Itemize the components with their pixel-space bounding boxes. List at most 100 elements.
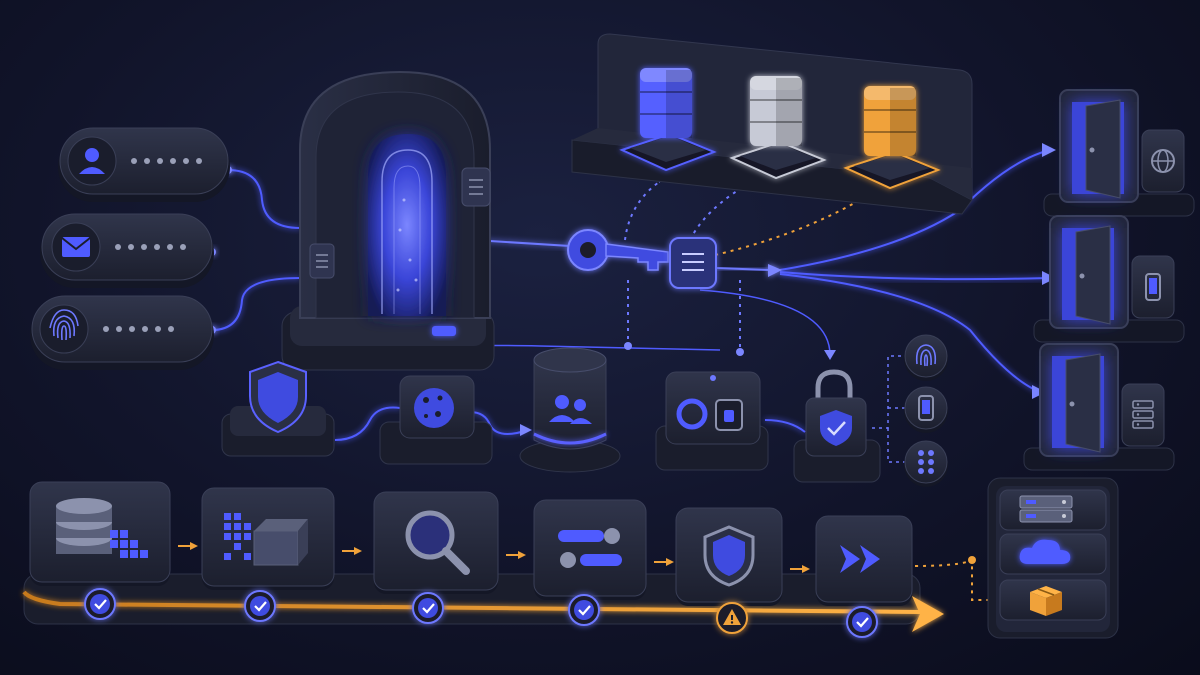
module-user-database[interactable] — [519, 347, 621, 473]
exit-door-group — [1023, 89, 1195, 471]
deploy-target-package[interactable] — [999, 579, 1107, 621]
token-router — [669, 237, 717, 289]
deploy-target-server[interactable] — [999, 489, 1107, 531]
package-icon — [1030, 586, 1062, 616]
magnifier-icon — [405, 510, 470, 575]
check-icon — [846, 606, 878, 638]
door-icon — [1085, 99, 1121, 199]
device-toggle-icon — [676, 375, 743, 431]
server-stack-icon — [864, 86, 916, 156]
mfa-option-group — [904, 334, 948, 487]
door-icon — [1075, 225, 1111, 325]
deploy-target-cloud[interactable] — [999, 533, 1107, 575]
fast-forward-icon — [840, 545, 880, 573]
connector-line — [914, 558, 990, 601]
module-padlock[interactable] — [793, 369, 881, 483]
shield-icon — [249, 360, 307, 434]
credential-username-field[interactable] — [58, 127, 230, 202]
user-icon — [79, 148, 105, 174]
connector-line — [334, 406, 401, 441]
device-panel — [1141, 129, 1185, 193]
exit-door-mobile[interactable] — [1033, 215, 1185, 343]
module-shield[interactable] — [221, 360, 335, 457]
envelope-icon — [61, 237, 91, 257]
check-icon — [412, 592, 444, 624]
pipeline-arrow — [506, 551, 526, 559]
pipeline-progress-line — [22, 590, 921, 614]
pipeline-step-data-blocks[interactable] — [201, 487, 335, 590]
smartphone-icon — [918, 395, 934, 421]
deploy-target-group — [999, 489, 1107, 621]
fingerprint-icon — [49, 309, 79, 341]
connector-node — [624, 342, 632, 350]
check-icon — [244, 590, 276, 622]
password-dots — [103, 326, 174, 332]
server-rack-icon — [1019, 495, 1073, 523]
connector-line — [227, 169, 301, 229]
arrowhead — [520, 424, 532, 436]
check-icon — [84, 588, 116, 620]
check-icon — [568, 594, 600, 626]
credential-biometric-field[interactable] — [30, 295, 214, 370]
connector-line — [211, 277, 301, 331]
users-database-icon — [549, 395, 592, 424]
arrowhead — [824, 350, 836, 360]
connector-line — [779, 271, 1051, 281]
authentication-gateway — [281, 70, 495, 371]
arrowhead — [768, 264, 782, 277]
module-cookie[interactable] — [379, 375, 493, 465]
padlock-check-icon — [805, 369, 867, 457]
security-modules — [221, 347, 881, 483]
pipeline-step-configure[interactable] — [533, 499, 647, 600]
server-stack-icon — [640, 68, 692, 138]
connector-line — [764, 419, 806, 433]
cloud-icon — [1019, 539, 1071, 564]
mfa-option-pin[interactable] — [904, 440, 948, 487]
pipeline-step-group — [29, 481, 913, 638]
gateway-portal — [368, 134, 446, 316]
pipeline-step-inspect[interactable] — [373, 491, 499, 594]
data-blocks-icon — [224, 513, 308, 566]
mfa-option-phone[interactable] — [904, 386, 948, 433]
pipeline-arrowhead — [912, 596, 944, 632]
server-blue[interactable] — [619, 68, 717, 172]
exit-door-server[interactable] — [1023, 343, 1175, 471]
connector-line — [624, 177, 666, 241]
server-rack-icon — [1132, 400, 1154, 429]
connector-line — [887, 428, 905, 463]
pipeline-step-protect[interactable] — [675, 507, 783, 606]
shield-icon — [703, 525, 755, 587]
door-icon — [1065, 353, 1101, 453]
server-stack-icon — [750, 76, 802, 146]
connector-line — [872, 355, 905, 429]
top-server-group — [619, 68, 941, 190]
database-icon — [56, 498, 148, 558]
mfa-option-fingerprint[interactable] — [904, 334, 948, 381]
connector-line — [699, 289, 831, 356]
smartphone-icon — [1145, 273, 1161, 301]
server-orange[interactable] — [843, 86, 941, 190]
credential-inputs — [30, 127, 230, 370]
fingerprint-icon — [915, 344, 937, 367]
warning-icon — [716, 602, 748, 634]
device-panel — [1131, 255, 1175, 319]
keypad-icon — [918, 450, 934, 474]
globe-icon — [1151, 149, 1175, 173]
exit-door-web[interactable] — [1043, 89, 1195, 217]
password-dots — [131, 158, 202, 164]
connector-node — [968, 556, 976, 564]
arrowhead — [1042, 143, 1056, 157]
pipeline-step-forward[interactable] — [815, 515, 913, 606]
password-dots — [115, 244, 186, 250]
credential-email-field[interactable] — [40, 213, 214, 288]
connector-node — [736, 348, 744, 356]
server-silver[interactable] — [729, 76, 827, 180]
pipeline-step-database[interactable] — [29, 481, 171, 586]
pipeline-arrow — [654, 558, 674, 566]
pipeline-arrow — [178, 542, 198, 550]
connector-line — [779, 273, 1041, 393]
module-device[interactable] — [655, 371, 769, 471]
pipeline-arrow — [790, 565, 810, 573]
device-panel — [1121, 383, 1165, 447]
